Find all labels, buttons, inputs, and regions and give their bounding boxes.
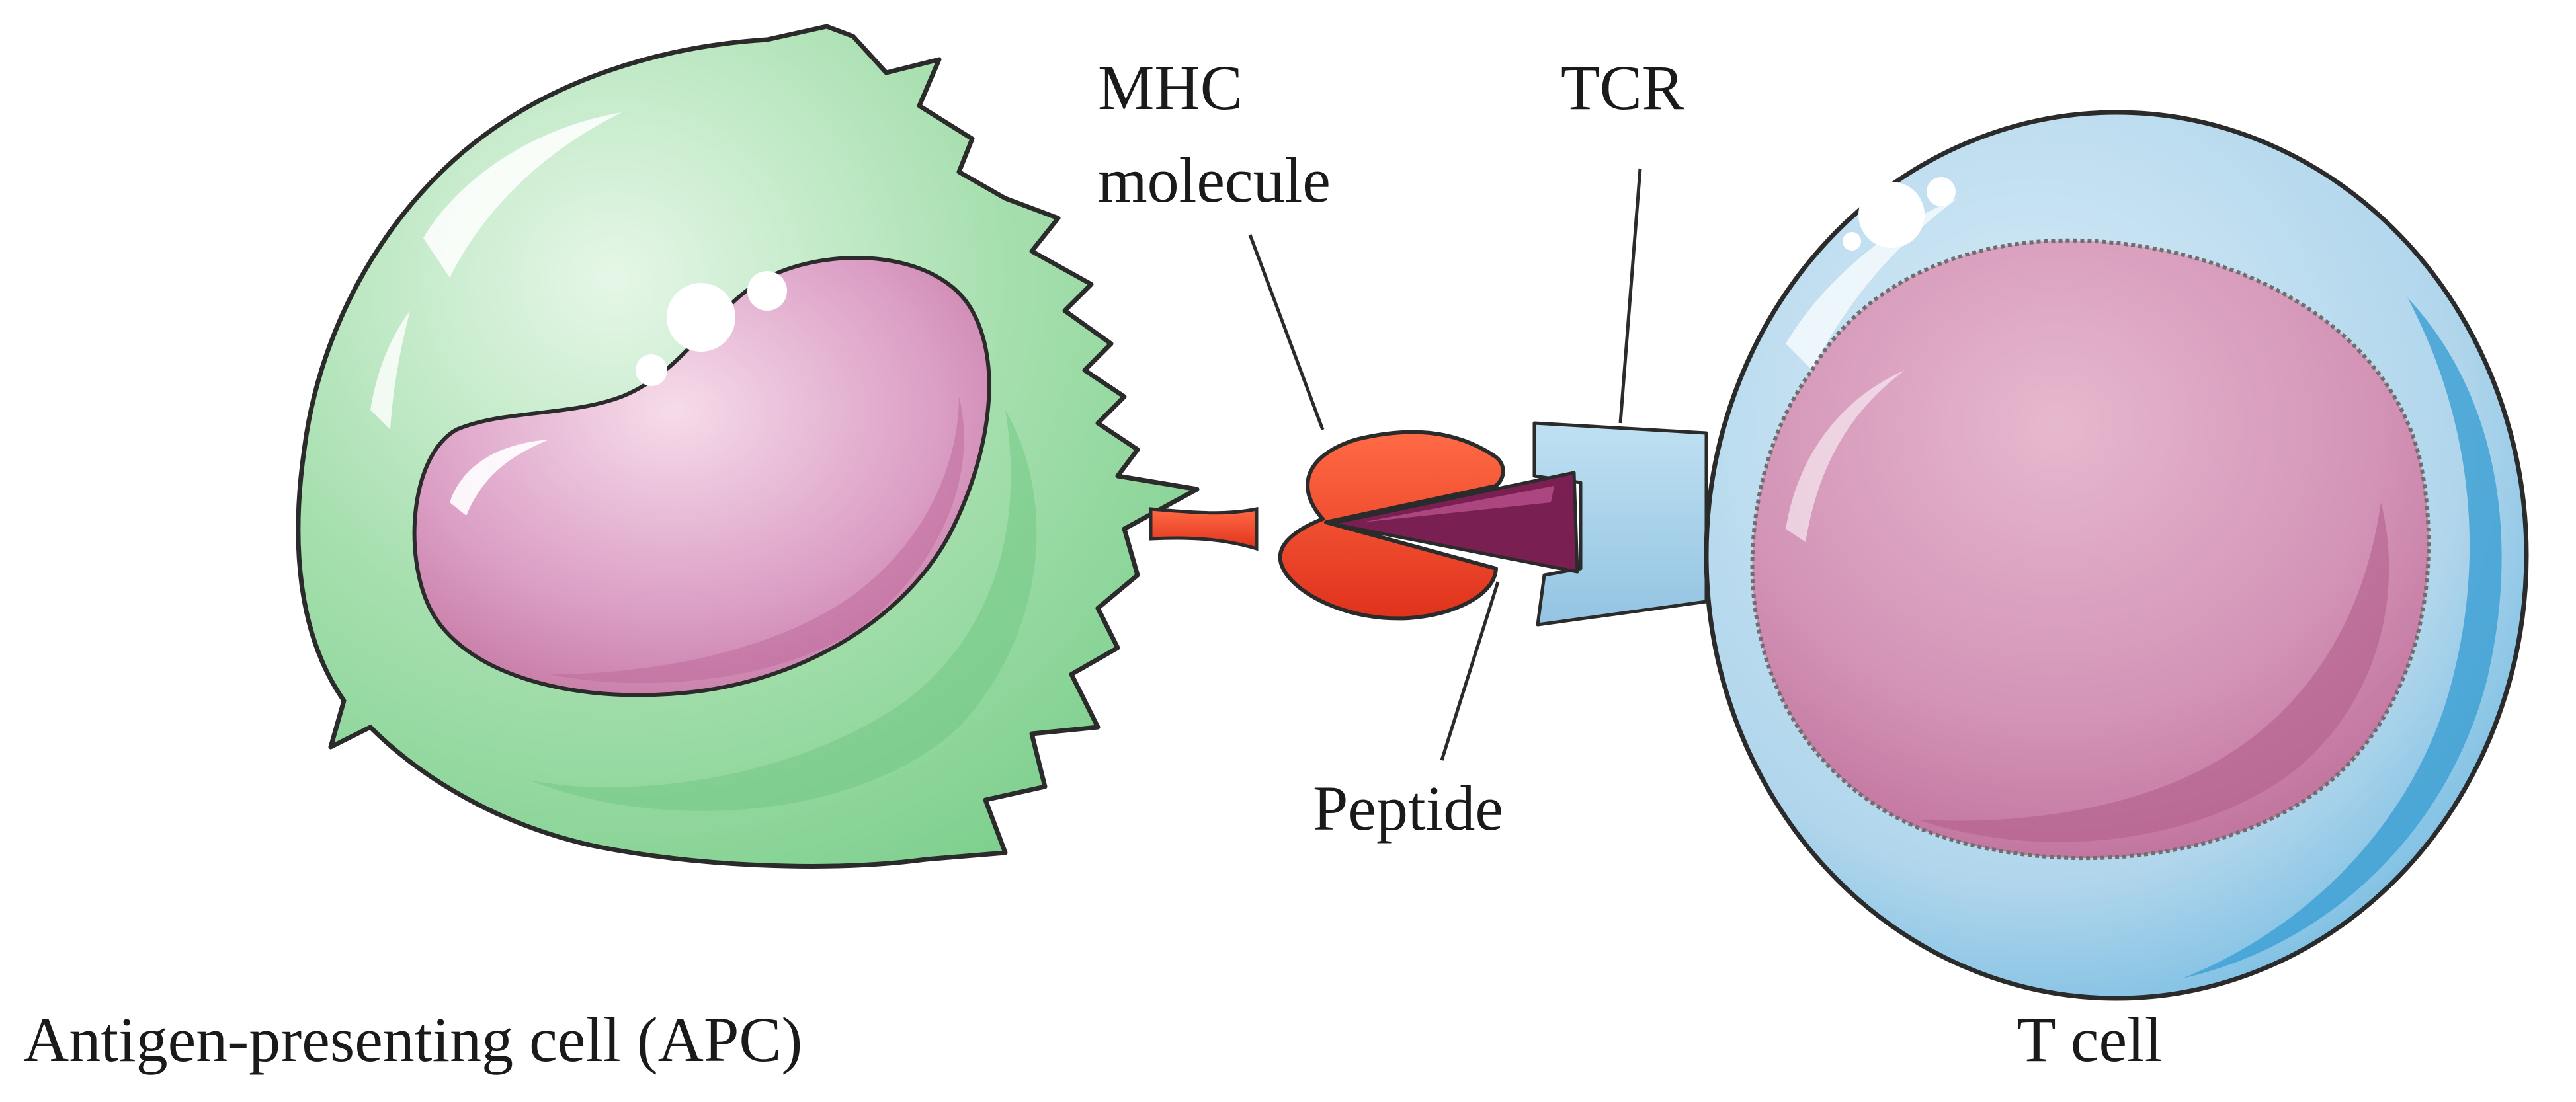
apc-nucleus xyxy=(412,256,991,697)
t-cell-bubble-3 xyxy=(1843,232,1861,251)
peptide-highlight xyxy=(1362,486,1554,522)
mhc-stalk xyxy=(1149,506,1259,551)
tcr-leader-line xyxy=(1618,168,1642,424)
apc-bubble-3 xyxy=(636,354,667,386)
t-cell-label: T cell xyxy=(2017,1004,2162,1075)
apc-highlight-small xyxy=(370,311,410,430)
t-cell-nucleus-shade xyxy=(1918,502,2389,842)
mhc-head xyxy=(1278,430,1505,621)
mhc-leader-line xyxy=(1248,234,1325,430)
peptide-leader-line xyxy=(1440,581,1500,761)
mhc-molecule xyxy=(1149,430,1505,621)
apc-highlight xyxy=(423,112,622,278)
t-cell-bubble-1 xyxy=(1858,182,1925,248)
peptide-label: Peptide xyxy=(1313,773,1503,844)
t-cell xyxy=(1704,110,2529,1001)
mhc-label-line1: MHC xyxy=(1098,52,1243,123)
apc-bubble-2 xyxy=(747,271,787,311)
t-cell-highlight xyxy=(1786,198,1958,370)
apc-bubble-1 xyxy=(667,283,735,352)
t-cell-nucleus xyxy=(1750,238,2431,861)
apc-nucleus-highlight xyxy=(450,440,549,516)
apc-nucleus-shade xyxy=(549,397,964,684)
tcr-label: TCR xyxy=(1561,52,1684,123)
antigen-presenting-cell xyxy=(296,24,1200,869)
mhc-label-line2: molecule xyxy=(1098,145,1331,216)
apc-inner-shade xyxy=(529,410,1037,811)
t-cell-nucleus-highlight xyxy=(1786,370,1905,542)
t-cell-edge-shade xyxy=(2182,297,2502,978)
apc-label: Antigen-presenting cell (APC) xyxy=(23,1004,802,1075)
t-cell-bubble-2 xyxy=(1927,177,1956,206)
